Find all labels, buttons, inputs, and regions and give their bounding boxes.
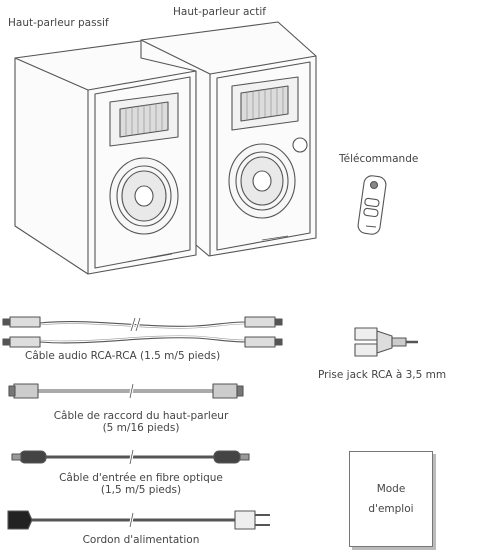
rca-cable [2, 316, 283, 348]
optical-cable-label-line1: Câble d'entrée en fibre optique [59, 472, 223, 484]
speaker-cable-label-line1: Câble de raccord du haut-parleur [53, 410, 229, 422]
rca-jack-adapter [354, 327, 418, 357]
rca-jack-label: Prise jack RCA à 3,5 mm [318, 369, 447, 381]
user-manual: Mode d'emploi [349, 451, 433, 547]
optical-cable [11, 449, 250, 465]
power-cord [7, 510, 270, 530]
active-speaker [140, 21, 317, 257]
optical-cable-label-line2: (1,5 m/5 pieds) [100, 484, 182, 496]
remote-label: Télécommande [339, 153, 419, 165]
manual-title-line1: Mode [376, 483, 406, 495]
active-speaker-label: Haut-parleur actif [173, 6, 266, 18]
passive-speaker-label: Haut-parleur passif [8, 17, 109, 29]
rca-cable-label: Câble audio RCA-RCA (1.5 m/5 pieds) [25, 350, 221, 362]
power-cord-label: Cordon d'alimentation [82, 534, 200, 546]
speaker-cable-label-line2: (5 m/16 pieds) [102, 422, 180, 434]
speaker-link-cable [8, 383, 244, 399]
remote-control [357, 175, 387, 235]
manual-title-line2: d'emploi [368, 503, 414, 515]
passive-speaker [14, 39, 197, 275]
